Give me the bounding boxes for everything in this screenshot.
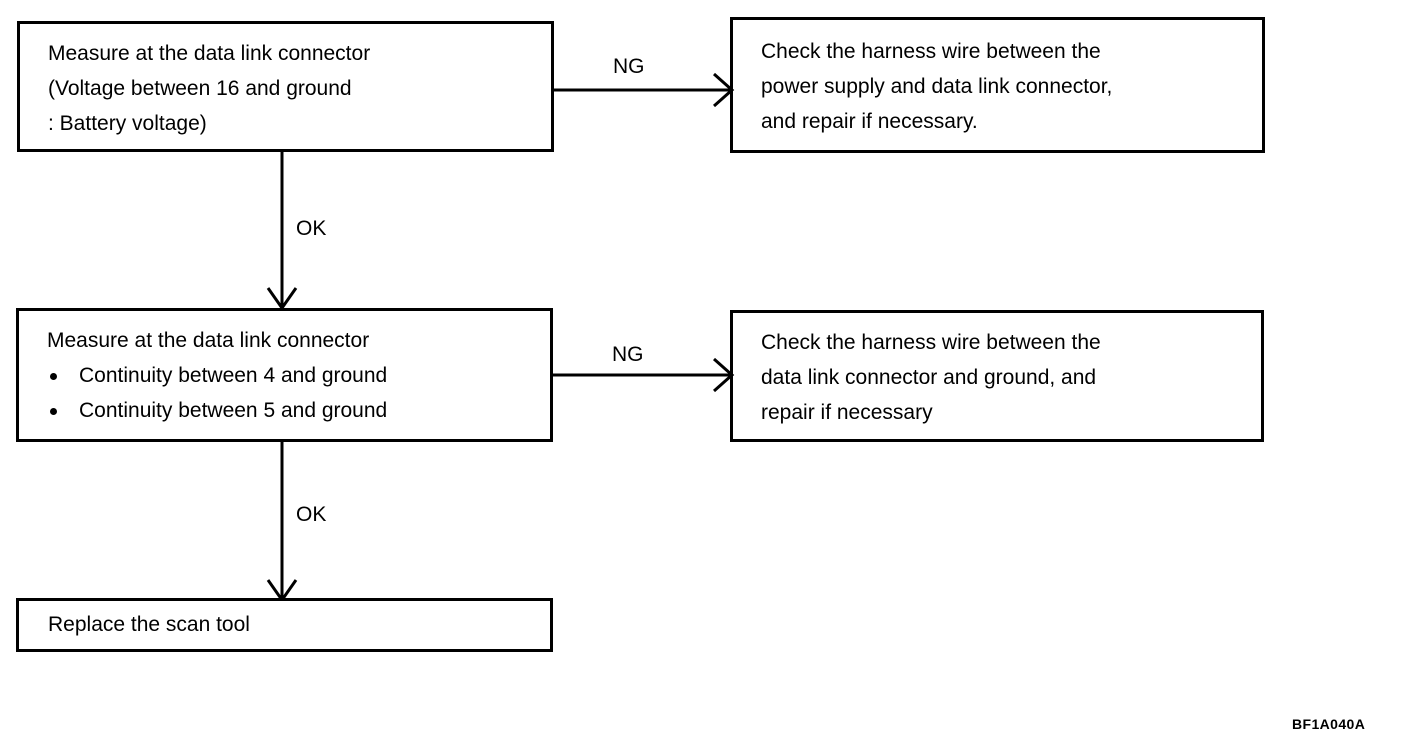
step2-bullet-1-label: Continuity between 4 and ground — [79, 364, 388, 387]
connector-label-ng-1: NG — [613, 55, 645, 78]
flow-box-step3: Replace the scan tool — [16, 598, 553, 652]
step2-ng-line-1: Check the harness wire between the — [761, 331, 1101, 354]
step2-bullet-1: Continuity between 4 and ground — [47, 358, 540, 393]
step2-ng-line-3: repair if necessary — [761, 401, 933, 424]
step1-ng-line-2: power supply and data link connector, — [761, 75, 1113, 98]
figure-code-label: BF1A040A — [1292, 716, 1366, 732]
step2-bullet-2: Continuity between 5 and ground — [47, 393, 540, 428]
step1-line-2: (Voltage between 16 and ground — [48, 77, 352, 100]
flow-box-step1-ng-text: Check the harness wire between the power… — [761, 34, 1252, 139]
step2-bullet-2-label: Continuity between 5 and ground — [79, 399, 388, 422]
flow-box-step1-text: Measure at the data link connector (Volt… — [48, 36, 541, 141]
flow-box-step1: Measure at the data link connector (Volt… — [17, 21, 554, 152]
arrow-ng-1 — [552, 72, 735, 108]
flow-box-step2-text: Measure at the data link connector Conti… — [47, 323, 540, 428]
flow-box-step1-ng: Check the harness wire between the power… — [730, 17, 1265, 153]
step1-ng-line-3: and repair if necessary. — [761, 110, 978, 133]
flow-box-step3-text: Replace the scan tool — [48, 607, 540, 642]
step1-line-3: : Battery voltage) — [48, 112, 207, 135]
connector-label-ng-2: NG — [612, 343, 644, 366]
step1-ng-line-1: Check the harness wire between the — [761, 40, 1101, 63]
flow-box-step2: Measure at the data link connector Conti… — [16, 308, 553, 442]
step2-ng-line-2: data link connector and ground, and — [761, 366, 1097, 389]
bullet-dot-icon — [50, 408, 57, 415]
connector-label-ok-1: OK — [296, 217, 327, 240]
step1-line-1: Measure at the data link connector — [48, 42, 371, 65]
arrow-ng-2 — [551, 357, 735, 393]
flow-box-step2-ng: Check the harness wire between the data … — [730, 310, 1264, 442]
step3-line-1: Replace the scan tool — [48, 613, 250, 636]
bullet-dot-icon — [50, 373, 57, 380]
step2-heading: Measure at the data link connector — [47, 329, 370, 352]
flow-box-step2-ng-text: Check the harness wire between the data … — [761, 325, 1251, 430]
connector-label-ok-2: OK — [296, 503, 327, 526]
